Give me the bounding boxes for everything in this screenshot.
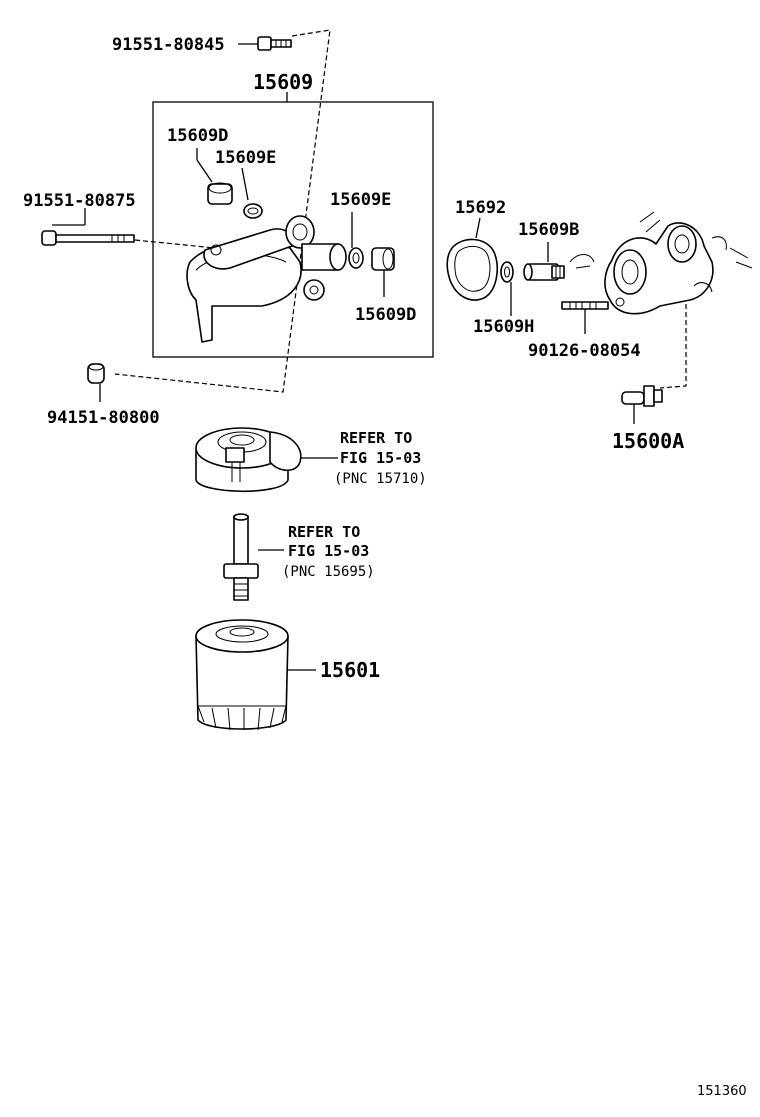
ref2-line3: (PNC 15695) xyxy=(282,564,375,580)
plug-15609D-top xyxy=(196,148,233,205)
label-15601: 15601 xyxy=(320,658,380,682)
oil-cooler xyxy=(195,427,338,493)
oring-15609E-top xyxy=(241,167,263,219)
label-15609D-top: 15609D xyxy=(167,126,228,146)
reference-note-15710: REFER TO FIG 15-03 (PNC 15710) xyxy=(334,429,427,487)
assembly-frame xyxy=(152,101,434,358)
label-15609: 15609 xyxy=(253,70,313,94)
bolt-91551-80875 xyxy=(41,208,135,246)
label-15692: 15692 xyxy=(455,198,506,218)
ref2-line1: REFER TO xyxy=(288,523,360,541)
label-15600A: 15600A xyxy=(612,429,684,453)
engine-block-context xyxy=(569,211,753,315)
label-15609H: 15609H xyxy=(473,317,534,337)
gasket-15692 xyxy=(446,217,498,301)
ref2-line2: FIG 15-03 xyxy=(288,542,369,560)
label-90126-08054: 90126-08054 xyxy=(528,341,641,361)
plug-94151-80800 xyxy=(87,363,105,402)
ref1-line2: FIG 15-03 xyxy=(340,449,421,467)
stud-90126-08054 xyxy=(561,301,609,334)
label-94151-80800: 94151-80800 xyxy=(47,408,160,428)
ref1-line1: REFER TO xyxy=(340,429,412,447)
plug-15609D-right xyxy=(371,247,395,297)
label-91551-80845: 91551-80845 xyxy=(112,35,225,55)
oil-filter-bracket-housing xyxy=(186,215,347,343)
label-91551-80875: 91551-80875 xyxy=(23,191,136,211)
label-15609D-right: 15609D xyxy=(355,305,416,325)
ref1-line3: (PNC 15710) xyxy=(334,471,427,487)
bolt-91551-80845 xyxy=(238,36,292,51)
figure-number: 151360 xyxy=(697,1084,747,1099)
union-15609B xyxy=(523,242,565,281)
oring-15609E-right xyxy=(348,212,364,269)
reference-note-15695: REFER TO FIG 15-03 (PNC 15695) xyxy=(282,523,375,580)
label-15609B: 15609B xyxy=(518,220,579,240)
label-15609E-right: 15609E xyxy=(330,190,391,210)
label-15609E-top: 15609E xyxy=(215,148,276,168)
oil-filter-15601 xyxy=(195,619,316,731)
oil-cooler-union xyxy=(223,513,284,601)
oring-15609H xyxy=(500,261,514,316)
union-bolt-15600A xyxy=(621,385,663,424)
part-labels: 91551-80845 15609 15609D 15609E 91551-80… xyxy=(23,35,684,682)
